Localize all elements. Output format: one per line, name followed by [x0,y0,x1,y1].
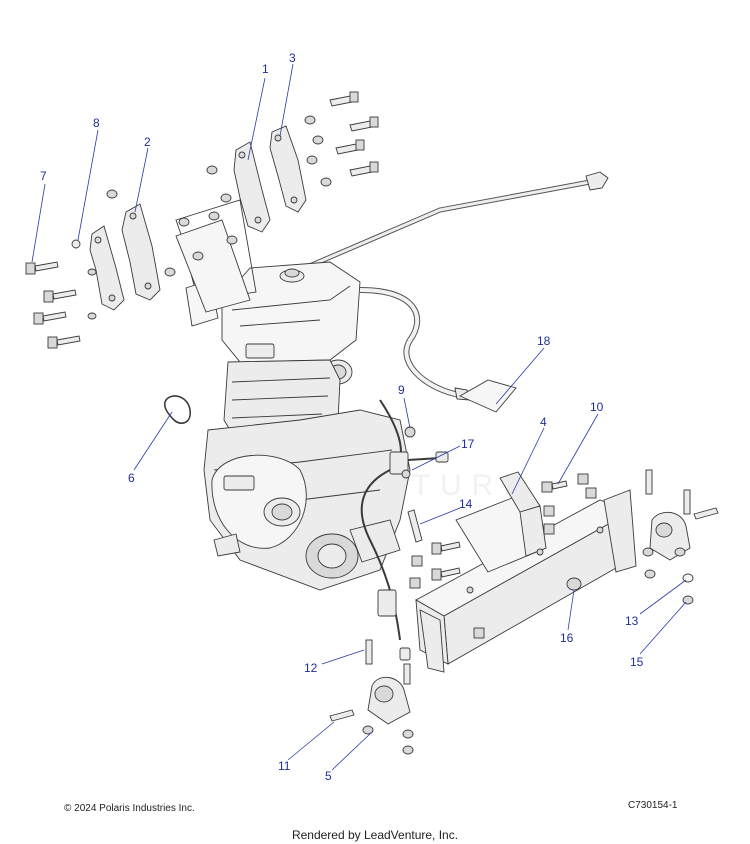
rendered-by-credit: Rendered by LeadVenture, Inc. [291,828,459,842]
callout-3: 3 [289,51,296,65]
figure-id: C730154-1 [628,800,678,811]
callout-7: 7 [40,169,47,183]
callout-2: 2 [144,135,151,149]
callout-labels: 1 2 3 4 5 6 7 8 9 10 11 12 13 14 15 16 1… [40,51,644,783]
callout-5: 5 [325,769,332,783]
callout-13: 13 [625,614,639,628]
leader-lines [31,63,687,771]
engine-assembly [175,171,609,661]
callout-16: 16 [560,631,574,645]
mount-plates [89,125,307,313]
callout-15: 15 [630,655,644,669]
frame-fasteners [329,426,719,755]
callout-6: 6 [128,471,135,485]
callout-14: 14 [459,497,473,511]
engine-mount-frame [415,471,637,673]
callout-18: 18 [537,334,551,348]
copyright-text: © 2024 Polaris Industries Inc. [64,803,195,814]
callout-10: 10 [590,400,604,414]
callout-12: 12 [304,661,318,675]
callout-11: 11 [278,759,291,773]
fasteners [25,91,379,424]
callout-8: 8 [93,116,100,130]
callout-4: 4 [540,415,547,429]
bracket-18 [459,379,517,413]
callout-1: 1 [262,62,269,76]
callout-9: 9 [398,383,405,397]
callout-17: 17 [461,437,475,451]
